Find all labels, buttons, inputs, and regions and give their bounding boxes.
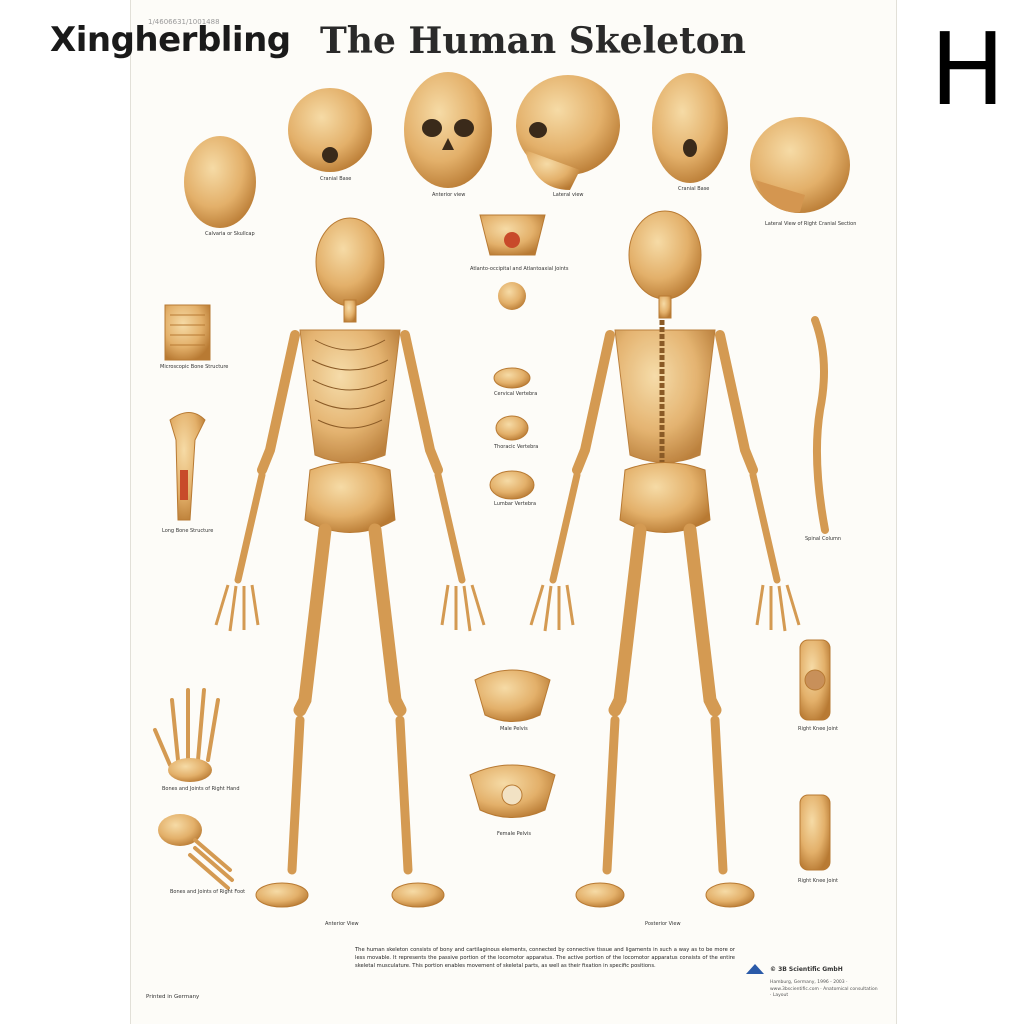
bone-structure-inset bbox=[164, 304, 211, 361]
caption-knee-joint: Right Knee Joint bbox=[798, 726, 838, 732]
caption-skull-lateral: Lateral view bbox=[553, 192, 584, 198]
publisher-info: Hamburg, Germany, 1996 - 2003 · www.3bsc… bbox=[770, 980, 878, 998]
caption-skull-top: Calvaria or Skullcap bbox=[205, 231, 255, 237]
variant-label: H bbox=[930, 11, 1006, 128]
caption-posterior-view: Posterior View bbox=[645, 921, 681, 927]
caption-cranial-base-inferior: Cranial Base bbox=[678, 186, 709, 192]
watermark-brand: Xingherbling bbox=[50, 20, 291, 60]
caption-right-knee: Right Knee Joint bbox=[798, 878, 838, 884]
caption-cervical: Cervical Vertebra bbox=[494, 391, 537, 397]
hand-inset bbox=[153, 688, 220, 782]
caption-anterior-view: Anterior View bbox=[325, 921, 359, 927]
caption-cranial-base: Cranial Base bbox=[320, 176, 351, 182]
caption-long-bone: Long Bone Structure bbox=[162, 528, 213, 534]
skeleton-anterior bbox=[214, 217, 486, 908]
caption-female-pelvis: Female Pelvis bbox=[497, 831, 531, 837]
vertebra-insets bbox=[489, 367, 535, 500]
watermark-serial: 1/4606631/1001488 bbox=[148, 18, 220, 26]
atlas-axis-inset bbox=[479, 214, 546, 310]
poster-description: The human skeleton consists of bony and … bbox=[355, 947, 735, 969]
cranial-base-inferior-view bbox=[652, 73, 728, 183]
caption-atlas-axis: Atlanto-occipital and Atlantoaxial Joint… bbox=[470, 266, 569, 272]
caption-skull-sagittal: Lateral View of Right Cranial Section bbox=[765, 221, 856, 227]
skeleton-posterior bbox=[529, 210, 801, 908]
skull-top-view bbox=[184, 136, 256, 228]
publisher-name: © 3B Scientific GmbH bbox=[770, 966, 843, 973]
caption-lumbar: Lumbar Vertebra bbox=[494, 501, 536, 507]
foot-inset bbox=[158, 814, 234, 890]
skull-sagittal-section bbox=[750, 117, 850, 213]
pelvis-insets bbox=[469, 669, 556, 818]
printed-notice: Printed in Germany bbox=[146, 994, 200, 1000]
publisher-logo-icon bbox=[746, 964, 764, 974]
skull-lateral-view bbox=[516, 75, 620, 190]
caption-spinal-column: Spinal Column bbox=[805, 536, 841, 542]
caption-foot: Bones and Joints of Right Foot bbox=[170, 889, 245, 895]
caption-skull-anterior: Anterior view bbox=[432, 192, 465, 198]
caption-bone-structure: Microscopic Bone Structure bbox=[160, 364, 228, 370]
spinal-column-inset bbox=[811, 316, 829, 534]
cranial-base-view bbox=[288, 88, 372, 172]
skull-anterior-view bbox=[404, 72, 492, 188]
knee-joint-inset bbox=[799, 639, 831, 871]
caption-thoracic: Thoracic Vertebra bbox=[493, 444, 538, 450]
caption-male-pelvis: Male Pelvis bbox=[500, 726, 528, 732]
caption-hand: Bones and Joints of Right Hand bbox=[162, 786, 240, 792]
poster-title: The Human Skeleton bbox=[320, 20, 746, 62]
long-bone-inset bbox=[169, 412, 206, 521]
